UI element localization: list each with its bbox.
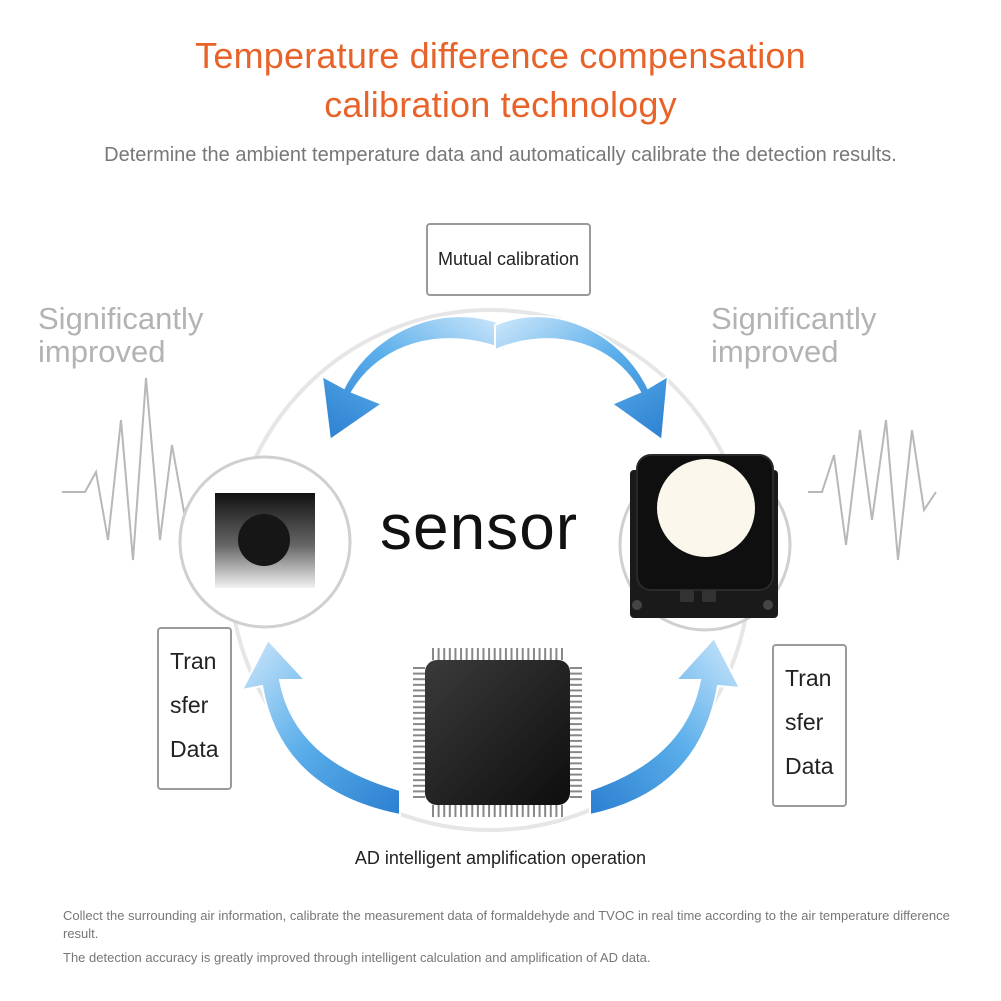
- sensor-center-label: sensor: [380, 491, 579, 563]
- mutual-calibration-text: Mutual calibration: [437, 249, 580, 269]
- blue-arrow-icon-top-left: [320, 315, 506, 442]
- sensor-chip-icon: [215, 493, 315, 588]
- improved-left-line1: Significantly: [38, 301, 204, 336]
- transfer-left-line: sfer: [170, 692, 209, 718]
- waveform-icon-right: [808, 419, 937, 561]
- gas-sensor-module-icon: [630, 454, 778, 618]
- improved-left-line2: improved: [38, 334, 166, 369]
- blue-arrow-icon-bottom-left: [240, 638, 401, 817]
- improved-right-label: Significantly improved: [711, 302, 876, 368]
- transfer-left-line: Tran: [170, 648, 217, 674]
- page-title-line2: calibration technology: [324, 84, 677, 125]
- transfer-data-right-label: Tran sfer Data: [772, 644, 847, 807]
- mcu-chip-icon: [413, 648, 582, 817]
- mutual-calibration-label: Mutual calibration: [426, 223, 591, 296]
- ad-amplification-label: AD intelligent amplification operation: [354, 848, 647, 868]
- blue-arrow-icon-bottom-right: [589, 636, 742, 817]
- improved-right-line1: Significantly: [711, 301, 877, 336]
- blue-arrow-icon-top-right: [494, 315, 670, 442]
- transfer-data-left-label: Tran sfer Data: [157, 627, 232, 790]
- footer-note-1: Collect the surrounding air information,…: [63, 908, 950, 941]
- page-subtitle: Determine the ambient temperature data a…: [104, 144, 897, 166]
- transfer-right-line: Data: [785, 753, 834, 779]
- transfer-right-line: sfer: [785, 709, 824, 735]
- transfer-right-line: Tran: [785, 665, 832, 691]
- improved-right-line2: improved: [711, 334, 839, 369]
- improved-left-label: Significantly improved: [38, 302, 203, 368]
- page-title-line1: Temperature difference compensation: [195, 35, 806, 76]
- footer-note-2: The detection accuracy is greatly improv…: [63, 950, 651, 965]
- transfer-left-line: Data: [170, 736, 219, 762]
